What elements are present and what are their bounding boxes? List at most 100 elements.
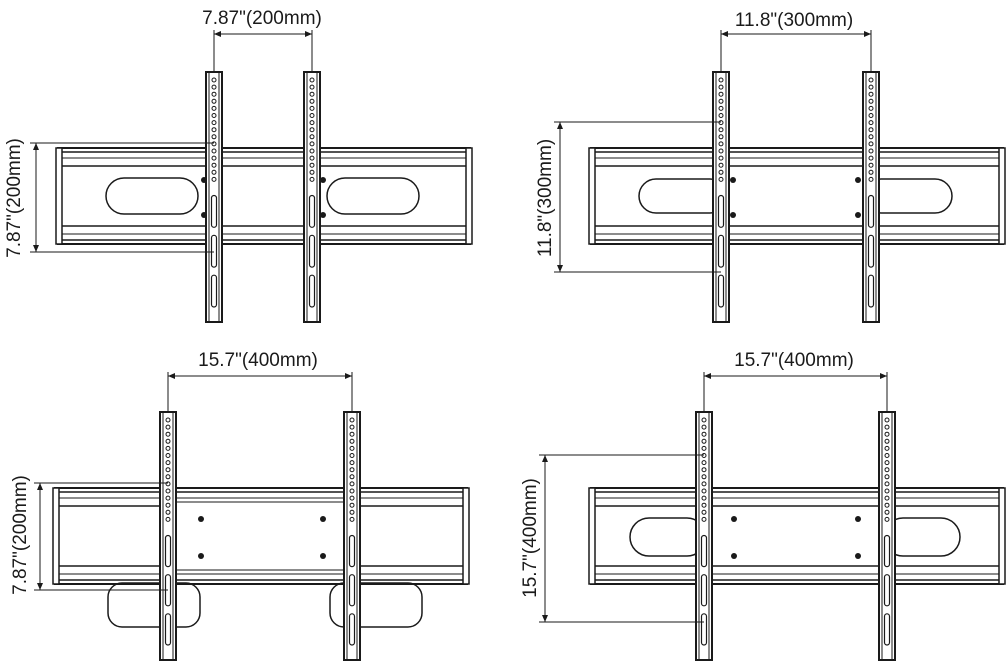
- bracket-hole: [718, 91, 724, 97]
- bracket-hole: [349, 417, 355, 423]
- bracket-hole: [701, 495, 707, 501]
- bracket-hole: [309, 148, 315, 154]
- arrow-head: [168, 373, 175, 379]
- bracket-slot: [210, 274, 218, 308]
- bracket-hole: [718, 120, 724, 126]
- bracket-hole: [884, 431, 890, 437]
- bracket-slot: [700, 613, 708, 646]
- bracket-hole: [868, 169, 874, 175]
- mounting-bracket-arm: [205, 71, 223, 323]
- bracket-hole-column: [884, 417, 890, 522]
- bracket-slot: [883, 613, 891, 646]
- bracket-hole: [884, 495, 890, 501]
- bracket-hole: [701, 424, 707, 430]
- oval-slot: [629, 517, 707, 557]
- bracket-hole: [718, 176, 724, 182]
- rail-bottom-flange: [590, 565, 1004, 581]
- bracket-hole: [701, 431, 707, 437]
- bracket-hole: [309, 162, 315, 168]
- horizontal-dimension-label: 15.7"(400mm): [198, 350, 318, 371]
- arrow-head: [864, 31, 871, 37]
- bracket-hole: [349, 438, 355, 444]
- panel-300x300: 11.8"(300mm)11.8"(300mm): [535, 10, 1006, 323]
- arrow-head: [557, 265, 563, 272]
- bracket-hole: [868, 77, 874, 83]
- bracket-hole: [868, 141, 874, 147]
- bracket-hole: [211, 120, 217, 126]
- bracket-hole: [211, 91, 217, 97]
- bracket-hole: [211, 105, 217, 111]
- bracket-slot: [164, 534, 172, 568]
- rail-top-flange: [590, 151, 1004, 167]
- bolt-hole: [320, 516, 326, 522]
- horizontal-dimension-label: 11.8"(300mm): [735, 10, 853, 31]
- bracket-hole: [718, 77, 724, 83]
- arrow-head: [721, 31, 728, 37]
- bracket-hole: [211, 162, 217, 168]
- bracket-slot: [164, 613, 172, 646]
- bolt-hole: [731, 516, 737, 522]
- bracket-slot: [348, 574, 356, 607]
- bracket-hole: [349, 460, 355, 466]
- bracket-hole: [701, 417, 707, 423]
- bracket-hole: [701, 488, 707, 494]
- bracket-slot: [210, 234, 218, 268]
- bracket-hole: [165, 495, 171, 501]
- bracket-hole: [165, 516, 171, 522]
- bracket-hole: [884, 438, 890, 444]
- bracket-hole: [349, 474, 355, 480]
- bracket-hole: [701, 474, 707, 480]
- bracket-slot: [867, 194, 875, 228]
- bracket-hole: [309, 141, 315, 147]
- arrow-head: [557, 122, 563, 129]
- bracket-hole: [868, 113, 874, 118]
- panel-400x200: 15.7"(400mm)7.87"(200mm): [10, 350, 470, 661]
- bracket-slot: [348, 613, 356, 646]
- bracket-hole: [868, 134, 874, 140]
- bolt-hole: [320, 177, 326, 183]
- bracket-hole-column: [868, 77, 874, 182]
- bracket-hole: [718, 105, 724, 111]
- bracket-hole: [718, 169, 724, 175]
- bracket-hole: [349, 431, 355, 437]
- bolt-hole: [320, 553, 326, 559]
- bracket-hole: [718, 127, 724, 133]
- rail-end-cap: [588, 147, 596, 245]
- bracket-hole: [718, 84, 724, 90]
- bracket-hole: [349, 453, 355, 458]
- bracket-hole: [349, 488, 355, 494]
- bracket-hole: [718, 134, 724, 140]
- bolt-hole: [855, 177, 861, 183]
- rail-top-flange: [590, 491, 1004, 507]
- panel-400x400: 15.7"(400mm)15.7"(400mm): [520, 350, 1006, 661]
- bracket-hole: [868, 162, 874, 168]
- bracket-hole: [701, 445, 707, 451]
- rail-end-cap: [998, 147, 1006, 245]
- bracket-hole: [309, 176, 315, 182]
- bracket-hole-column: [165, 417, 171, 522]
- bracket-hole: [309, 155, 315, 161]
- bracket-hole: [349, 481, 355, 487]
- bracket-hole: [868, 84, 874, 90]
- bracket-hole-column: [349, 417, 355, 522]
- bolt-hole: [730, 212, 736, 218]
- arrow-head: [704, 373, 711, 379]
- bolt-hole: [320, 212, 326, 218]
- bracket-hole: [884, 474, 890, 480]
- bracket-hole: [211, 176, 217, 182]
- bracket-hole: [884, 481, 890, 487]
- bracket-hole: [884, 502, 890, 508]
- rail-end-cap: [55, 147, 63, 245]
- bracket-hole: [701, 467, 707, 473]
- bracket-hole: [211, 169, 217, 175]
- bracket-hole: [165, 467, 171, 473]
- vertical-dimension-label: 15.7"(400mm): [520, 478, 541, 598]
- bracket-hole: [349, 509, 355, 515]
- bracket-hole: [165, 438, 171, 444]
- bracket-hole: [165, 453, 171, 458]
- bracket-hole: [309, 77, 315, 83]
- rail-end-cap: [998, 487, 1006, 585]
- bracket-slot: [700, 574, 708, 607]
- bracket-hole: [165, 488, 171, 494]
